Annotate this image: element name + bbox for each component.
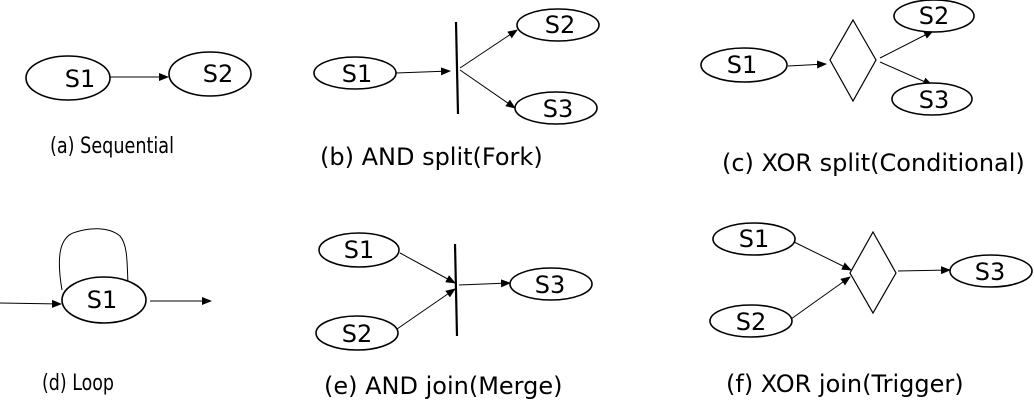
loop-node-s1-label: S1	[87, 286, 118, 314]
xorjoin-node-s2-label: S2	[736, 308, 767, 336]
seq-node-s1	[25, 55, 111, 101]
andsplit-edge-s1-bar	[395, 67, 451, 76]
andsplit-caption: (b) AND split(Fork)	[320, 143, 543, 171]
xorsplit-gateway	[829, 18, 877, 103]
andjoin-edge-bar-s3	[458, 279, 511, 288]
andjoin-caption: (e) AND join(Merge)	[324, 372, 562, 400]
xorsplit-caption: (c) XOR split(Conditional)	[722, 149, 1025, 177]
seq-caption: (a) Sequential	[50, 134, 174, 159]
xorsplit-node-s2	[893, 0, 975, 33]
andjoin-node-s2-label: S2	[342, 320, 373, 348]
andsplit-edge-bar-s2	[459, 29, 518, 69]
andjoin-node-s1	[318, 232, 400, 268]
xorjoin-node-s1-label: S1	[739, 225, 770, 253]
andjoin-edge-s2-bar	[396, 288, 456, 330]
xorjoin-edge-s1-gate	[793, 241, 852, 271]
andsplit-node-s1-label: S1	[342, 60, 373, 88]
xorsplit-node-s3-label: S3	[919, 86, 950, 114]
loop-edge-in	[0, 299, 62, 308]
xorjoin-edge-s2-gate	[790, 276, 851, 320]
xorsplit-node-s1-label: S1	[727, 51, 758, 79]
loop-caption: (d) Loop	[42, 371, 114, 396]
xorjoin-node-s3	[949, 254, 1033, 288]
loop-self-edge	[58, 228, 129, 291]
panel-and-join: S1 S2 S3 (e) AND join(Merge)	[315, 232, 593, 400]
xorsplit-edge-gate-s2	[879, 30, 934, 59]
seq-node-s2	[168, 51, 252, 97]
panel-xor-join: S1 S2 S3 (f) XOR join(Trigger)	[709, 222, 1033, 398]
andjoin-node-s3	[509, 267, 593, 301]
andjoin-node-s2	[315, 315, 399, 351]
xorsplit-node-s3	[891, 82, 973, 116]
xorjoin-caption: (f) XOR join(Trigger)	[726, 370, 964, 398]
andsplit-bar	[454, 21, 460, 115]
andsplit-node-s2-label: S2	[545, 11, 576, 39]
xorsplit-node-s2-label: S2	[919, 2, 950, 30]
andsplit-node-s3	[514, 91, 598, 125]
seq-node-s2-label: S2	[203, 60, 234, 88]
xorsplit-node-s1	[700, 47, 788, 83]
andsplit-edge-bar-s3	[459, 69, 516, 109]
xorjoin-node-s3-label: S3	[975, 258, 1006, 286]
andsplit-node-s2	[516, 8, 600, 42]
xorjoin-node-s1	[712, 222, 796, 256]
xorsplit-edge-gate-s3	[879, 61, 933, 86]
panel-sequential: S1 S2 (a) Sequential	[25, 51, 252, 159]
xorjoin-edge-gate-s3	[897, 266, 951, 275]
andjoin-bar	[453, 243, 459, 337]
andjoin-node-s1-label: S1	[344, 236, 375, 264]
andjoin-node-s3-label: S3	[535, 271, 566, 299]
andjoin-edge-s1-bar	[399, 252, 456, 284]
andsplit-node-s3-label: S3	[543, 95, 574, 123]
seq-node-s1-label: S1	[65, 65, 96, 93]
xorsplit-edge-s1-gate	[787, 60, 827, 69]
xorjoin-gateway	[849, 230, 897, 315]
panel-and-split: S1 S2 S3 (b) AND split(Fork)	[313, 8, 600, 171]
panel-loop: S1 (d) Loop	[0, 228, 212, 396]
loop-node-s1	[61, 276, 147, 324]
panel-xor-split: S1 S2 S3 (c) XOR split(Conditional)	[700, 0, 1025, 177]
xorjoin-node-s2	[709, 304, 793, 338]
